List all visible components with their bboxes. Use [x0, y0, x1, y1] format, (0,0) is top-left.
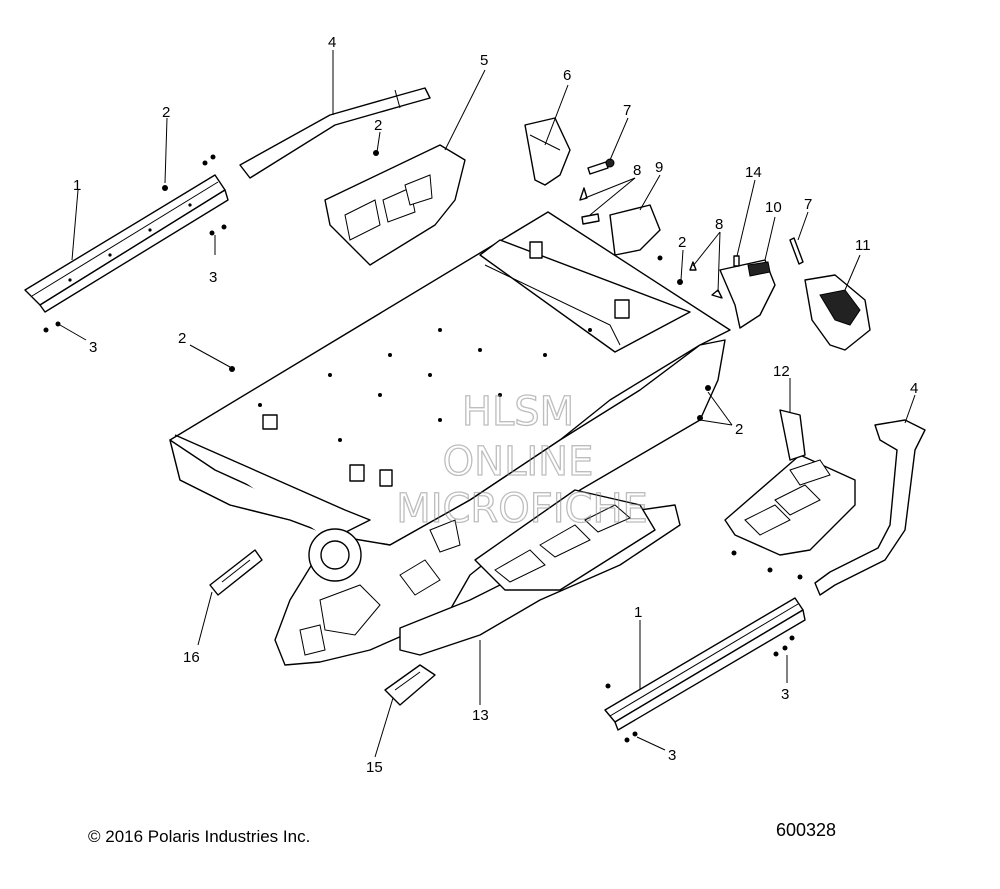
bumper-bar-upper [239, 87, 431, 179]
callout-10: 10 [765, 199, 782, 216]
running-board-right [604, 597, 806, 731]
callout-2-right-upper: 2 [678, 234, 686, 251]
bracket-6 [524, 117, 571, 186]
callout-14: 14 [745, 164, 762, 181]
rivet-14 [733, 255, 740, 267]
bumper-bar-lower [814, 419, 926, 596]
bolt-7-upper [587, 158, 615, 175]
callout-2-right-mid: 2 [735, 421, 743, 438]
bolt-7-lower [789, 237, 804, 265]
callout-3-right-lower: 3 [668, 747, 676, 764]
footrest-plate-center [474, 489, 656, 591]
callout-2-plate: 2 [374, 117, 382, 134]
callout-6: 6 [563, 67, 571, 84]
watermark-line1: HLSM [462, 389, 574, 435]
bracket-9 [609, 204, 661, 256]
callout-2-top-left: 2 [162, 104, 170, 121]
callout-15: 15 [366, 759, 383, 776]
callout-1-right: 1 [634, 604, 642, 621]
callout-2-left-mid: 2 [178, 330, 186, 347]
callout-3-right-upper: 3 [781, 686, 789, 703]
bracket-15 [384, 664, 436, 706]
callout-8-right: 8 [715, 216, 723, 233]
diagram-number: 600328 [776, 820, 837, 840]
rivets [43, 150, 803, 743]
callout-3-left-upper: 3 [209, 269, 217, 286]
watermark-line3: MICROFICHE [396, 486, 648, 532]
watermark-line2: ONLINE [443, 439, 594, 485]
watermark: HLSM ONLINE MICROFICHE [396, 388, 649, 532]
callout-13: 13 [472, 707, 489, 724]
callout-12: 12 [773, 363, 790, 380]
callout-16: 16 [183, 649, 200, 666]
callout-9: 9 [655, 159, 663, 176]
callout-7-upper: 7 [623, 102, 631, 119]
copyright-notice: © 2016 Polaris Industries Inc. [88, 827, 311, 846]
callout-5: 5 [480, 52, 488, 69]
footrest-plate-upper [324, 144, 466, 266]
callout-4-right: 4 [910, 380, 918, 397]
callout-11: 11 [855, 237, 871, 254]
callout-labels: 1 2 3 3 4 5 2 6 7 8 9 14 10 7 8 2 11 2 2… [73, 34, 918, 776]
bracket-16 [209, 549, 263, 596]
callout-3-left-lower: 3 [89, 339, 97, 356]
callout-8-upper: 8 [633, 162, 641, 179]
callout-1-left: 1 [73, 177, 81, 194]
callout-7-right: 7 [804, 196, 812, 213]
footrest-plate-lower [724, 409, 856, 556]
callout-4-top: 4 [328, 34, 336, 51]
leader-lines [59, 50, 916, 758]
bracket-11 [804, 274, 871, 351]
bracket-10 [719, 259, 776, 329]
running-board-left [24, 174, 229, 313]
